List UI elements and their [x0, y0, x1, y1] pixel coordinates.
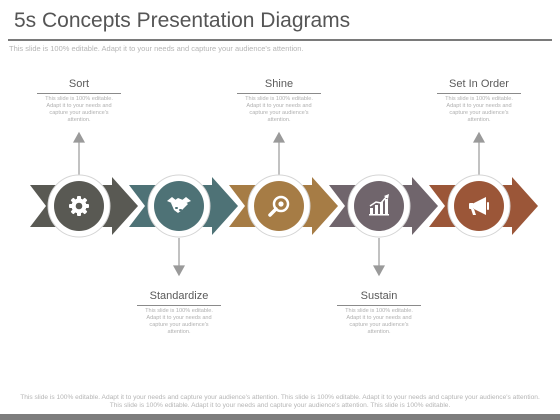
handshake-icon	[167, 197, 191, 213]
step-divider-standardize	[137, 305, 221, 306]
step-desc-sort: This slide is 100% editable. Adapt it to…	[45, 96, 113, 123]
step-desc-standardize: This slide is 100% editable. Adapt it to…	[145, 308, 213, 335]
magnifier-icon	[268, 195, 290, 217]
step-divider-sustain	[337, 305, 421, 306]
footer-note: This slide is 100% editable. Adapt it to…	[20, 394, 540, 409]
step-heading-sustain: Sustain	[360, 290, 398, 302]
page-title: 5s Concepts Presentation Diagrams	[14, 9, 351, 32]
growth-chart-icon	[369, 194, 389, 216]
page-subtitle: This slide is 100% editable. Adapt it to…	[9, 44, 304, 53]
bottom-bar	[0, 414, 560, 420]
step-heading-shine: Shine	[264, 78, 294, 90]
step-divider-set-in-order	[437, 93, 521, 94]
title-divider	[8, 39, 552, 41]
step-label-sustain: Sustain This slide is 100% editable. Ada…	[337, 290, 421, 336]
step-desc-sustain: This slide is 100% editable. Adapt it to…	[345, 308, 413, 335]
connector-sustain	[372, 238, 386, 277]
step-heading-set-in-order: Set In Order	[449, 78, 509, 90]
step-label-sort: Sort This slide is 100% editable. Adapt …	[37, 78, 121, 124]
step-label-standardize: Standardize This slide is 100% editable.…	[137, 290, 221, 336]
step-desc-shine: This slide is 100% editable. Adapt it to…	[245, 96, 313, 123]
step-divider-shine	[237, 93, 321, 94]
step-label-set-in-order: Set In Order This slide is 100% editable…	[437, 78, 521, 124]
step-circle-sustain	[347, 174, 411, 238]
step-desc-set-in-order: This slide is 100% editable. Adapt it to…	[445, 96, 513, 123]
megaphone-icon	[469, 197, 489, 215]
connector-standardize	[172, 238, 186, 277]
connector-set-in-order	[472, 131, 486, 175]
step-heading-standardize: Standardize	[149, 290, 209, 302]
step-label-shine: Shine This slide is 100% editable. Adapt…	[237, 78, 321, 124]
step-divider-sort	[37, 93, 121, 94]
step-circle-shine	[247, 174, 311, 238]
connector-shine	[272, 131, 286, 175]
gear-icon	[69, 196, 89, 216]
connector-sort	[72, 131, 86, 175]
step-heading-sort: Sort	[68, 78, 90, 90]
